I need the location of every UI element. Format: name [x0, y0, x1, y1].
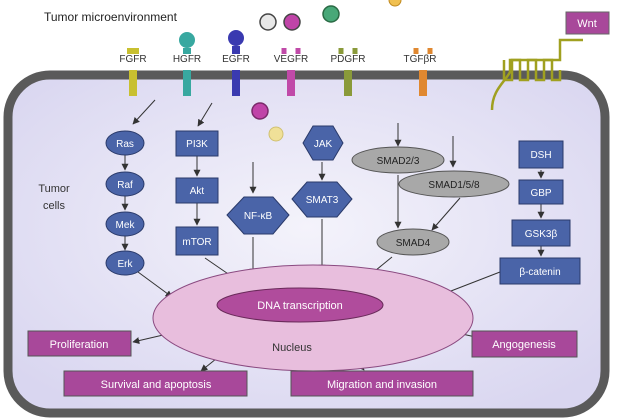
node-smat3-label: SMAT3 — [306, 195, 339, 206]
node-pi3k-label: PI3K — [186, 139, 208, 150]
node-bcatenin — [499, 257, 581, 285]
outcome-survival-label: Survival and apoptosis — [101, 379, 212, 391]
node-mtor-label: mTOR — [182, 237, 211, 248]
ligand-ball — [388, 0, 402, 7]
dna-transcription-label: DNA transcription — [257, 300, 343, 312]
node-akt — [175, 177, 219, 204]
dna-transcription — [216, 287, 384, 323]
node-erk — [105, 250, 145, 276]
node-smad23-label: SMAD2/3 — [377, 156, 420, 167]
node-gsk3b-label: GSK3β — [525, 229, 558, 240]
receptor-label: PDGFR — [331, 54, 366, 65]
node-dsh-label: DSH — [530, 150, 551, 161]
outcome-migration — [290, 370, 474, 397]
receptor-label: FGFR — [119, 54, 146, 65]
node-mtor — [175, 226, 219, 256]
frizzled-receptor — [490, 38, 583, 111]
nucleus-label: Nucleus — [272, 342, 312, 354]
outcome-proliferation-label: Proliferation — [50, 339, 109, 351]
node-bcatenin-label: β-catenin — [519, 267, 560, 278]
wnt-label: Wnt — [577, 18, 597, 30]
ligand-ball — [251, 102, 269, 120]
node-akt-label: Akt — [190, 186, 205, 197]
outcome-angiogenesis — [471, 330, 578, 358]
wnt-box — [565, 11, 610, 35]
node-smad23 — [351, 146, 445, 174]
node-smad158-label: SMAD1/5/8 — [428, 180, 480, 191]
node-ras — [105, 130, 145, 156]
node-smad158 — [398, 170, 510, 198]
node-raf-label: Raf — [117, 180, 133, 191]
receptor-label: TGFβR — [404, 54, 437, 65]
receptor-pdgfr: PDGFR — [331, 48, 366, 96]
node-jak-label: JAK — [314, 139, 333, 150]
receptor-label: EGFR — [222, 54, 250, 65]
node-nfkb — [226, 196, 290, 235]
receptor-egfr: EGFR — [222, 30, 250, 96]
node-smad4-label: SMAD4 — [396, 238, 431, 249]
outcome-angiogenesis-label: Angogenesis — [492, 339, 556, 351]
receptor-vegfr: VEGFR — [274, 48, 308, 96]
receptor-hgfr: HGFR — [173, 32, 201, 96]
cell-label: Tumor — [38, 183, 70, 195]
node-ras-label: Ras — [116, 139, 134, 150]
ligand-ball — [322, 5, 340, 23]
node-raf — [105, 171, 145, 197]
node-nfkb-label: NF-κB — [244, 211, 273, 222]
node-dsh — [518, 140, 564, 169]
node-mek-label: Mek — [116, 220, 136, 231]
title: Tumor microenvironment — [44, 10, 178, 24]
receptor-label: HGFR — [173, 54, 201, 65]
receptor-label: VEGFR — [274, 54, 308, 65]
node-smat3 — [291, 181, 353, 218]
ligand-ball — [283, 13, 301, 31]
outcome-survival — [63, 370, 248, 397]
node-jak — [302, 125, 344, 161]
node-mek — [105, 211, 145, 237]
node-smad4 — [376, 228, 450, 256]
node-gsk3b — [511, 219, 571, 247]
receptor-fgfr: FGFR — [119, 48, 147, 96]
node-gbp — [518, 179, 564, 205]
cell-label: cells — [43, 200, 66, 212]
node-gbp-label: GBP — [530, 188, 551, 199]
node-pi3k — [175, 130, 219, 157]
ligand-ball — [259, 13, 277, 31]
node-erk-label: Erk — [118, 259, 134, 270]
ligand-ball — [268, 126, 284, 142]
outcome-proliferation — [27, 330, 132, 357]
outcome-migration-label: Migration and invasion — [327, 379, 437, 391]
receptor-tgfbr: TGFβR — [404, 48, 437, 96]
